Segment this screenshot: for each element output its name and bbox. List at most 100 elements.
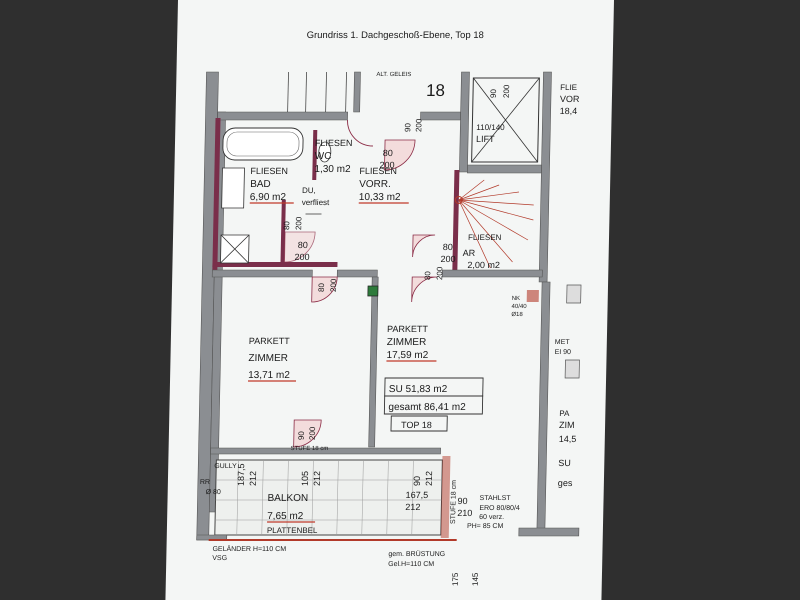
- balcony-railing-right: [440, 456, 451, 538]
- bathtub-inner: [226, 131, 300, 157]
- wall-right: [536, 281, 551, 533]
- dim-ar-h: 200: [440, 254, 455, 264]
- nk-1: NK: [512, 296, 520, 302]
- bw4-h: 212: [405, 502, 420, 512]
- bathtub: [222, 127, 304, 161]
- summary-top: TOP 18: [401, 420, 432, 430]
- ero-label: ERO 80/80/4: [479, 505, 520, 512]
- phi80-label: Ø 80: [206, 489, 221, 496]
- right-ei90: EI 90: [555, 349, 572, 356]
- wall-between-rooms: [368, 276, 379, 448]
- summary-gesamt-box: [383, 395, 484, 415]
- ar-floor: FLIESEN: [468, 233, 502, 242]
- z2-door: [411, 276, 438, 303]
- dim-z1b-w: 90: [297, 431, 306, 440]
- ar-door: [412, 234, 436, 258]
- gully-label: GULLY: [214, 463, 237, 470]
- z2-floor: PARKETT: [387, 324, 429, 334]
- bath-door: [284, 231, 316, 263]
- shower-label-1: DU,: [302, 186, 316, 195]
- dim-bad-side-h: 200: [294, 216, 303, 230]
- nk-box: [526, 290, 539, 302]
- shower-cross-2: [220, 234, 250, 264]
- top-wall-mid: [420, 111, 461, 121]
- wc-floor: FLIESEN: [315, 138, 353, 148]
- stufe-side-label: STUFE 18 cm: [450, 480, 458, 524]
- wc-door: [384, 139, 416, 171]
- right-vor: VOR: [560, 94, 580, 104]
- lift-wall-bottom: [467, 164, 542, 174]
- bath-wall-left: [212, 118, 221, 270]
- dim-top-h: 200: [414, 118, 423, 132]
- plan-title: Grundriss 1. Dachgeschoß-Ebene, Top 18: [307, 30, 484, 41]
- dim-z2-h: 200: [435, 266, 444, 280]
- verz-label: 60 verz.: [479, 514, 504, 521]
- z1-area: 13,71 m2: [248, 370, 290, 381]
- right-zim: ZIM: [559, 420, 575, 430]
- dim-ar-w: 80: [443, 242, 453, 252]
- summary-gesamt: gesamt 86,41 m2: [388, 402, 466, 413]
- bw5-w: 90: [457, 496, 467, 506]
- ar-area: 2,00 m2: [467, 260, 500, 270]
- right-su: SU: [558, 458, 571, 468]
- z1-floor: PARKETT: [249, 336, 291, 346]
- bottom-dim-2: 145: [471, 572, 480, 586]
- green-marker: [367, 285, 379, 297]
- dim-bad-h: 200: [295, 252, 310, 262]
- bw1-h: 212: [248, 471, 258, 486]
- bw1-w: 187,5: [236, 463, 246, 486]
- top-wall-bath: [217, 111, 348, 121]
- dim-z1-h: 200: [329, 278, 338, 292]
- dim-bad-side-w: 80: [282, 221, 291, 230]
- bw2-w: 105: [300, 471, 310, 486]
- right-ges: ges: [558, 478, 573, 488]
- ar-name: AR: [463, 248, 476, 258]
- plan-sheet: Grundriss 1. Dachgeschoß-Ebene, Top 18: [165, 0, 614, 600]
- nk-2: 40/40: [512, 304, 528, 310]
- vsg-label: VSG: [212, 555, 227, 562]
- rr-label: RR: [200, 479, 210, 486]
- z2-name: ZIMMER: [387, 337, 427, 348]
- floor-plan: Grundriss 1. Dachgeschoß-Ebene, Top 18: [196, 30, 582, 586]
- lift-wall-left: [459, 71, 470, 173]
- stair-label: ALT. GELEIS: [376, 72, 411, 78]
- z2-area: 17,59 m2: [386, 350, 428, 361]
- right-flie: FLIE: [560, 83, 577, 92]
- bruestung-label-1: gem. BRÜSTUNG: [388, 550, 445, 558]
- lift-car: [471, 77, 540, 163]
- sink-cabinet: [221, 167, 245, 209]
- lift-dims: 110/140: [476, 123, 505, 132]
- bad-area: 6,90 m2: [250, 192, 287, 203]
- dim-wc-h: 200: [379, 160, 394, 170]
- balcony-bottom-wall-right: [518, 527, 580, 537]
- entry-door: [347, 119, 373, 147]
- z1-door: [311, 276, 338, 303]
- ar-wall-left: [452, 170, 460, 270]
- lift-door-h: 200: [502, 84, 511, 98]
- dim-top-w: 90: [403, 123, 412, 132]
- lift-cross-2: [471, 77, 540, 163]
- bad-name: BAD: [250, 179, 271, 190]
- wc-wall: [312, 130, 318, 180]
- right-shaft-2: [564, 359, 580, 379]
- spiral-stair: [458, 179, 534, 269]
- bruestung-label-2: Gel.H=110 CM: [388, 561, 434, 568]
- balkon-name: BALKON: [267, 493, 308, 504]
- bw3-w: 90: [412, 476, 422, 486]
- z1-name: ZIMMER: [248, 353, 288, 364]
- dim-wc-w: 80: [383, 148, 393, 158]
- wall-z2-top: [441, 269, 543, 278]
- nk-3: Ø18: [511, 312, 523, 318]
- gelaender-label: GELÄNDER H=110 CM: [212, 545, 286, 553]
- vorr-area: 10,33 m2: [359, 192, 401, 203]
- dim-z1b-h: 200: [308, 426, 317, 440]
- vorr-floor: FLIESEN: [359, 166, 397, 176]
- wc-name: WC: [315, 151, 332, 162]
- balkon-area: 7,65 m2: [267, 511, 304, 522]
- balcony-tiles: [215, 460, 442, 535]
- stair-center: [454, 196, 463, 204]
- dim-bad-w: 80: [298, 240, 308, 250]
- stair-treads: [287, 72, 347, 112]
- balkon-floor: PLATTENBEL: [267, 526, 318, 535]
